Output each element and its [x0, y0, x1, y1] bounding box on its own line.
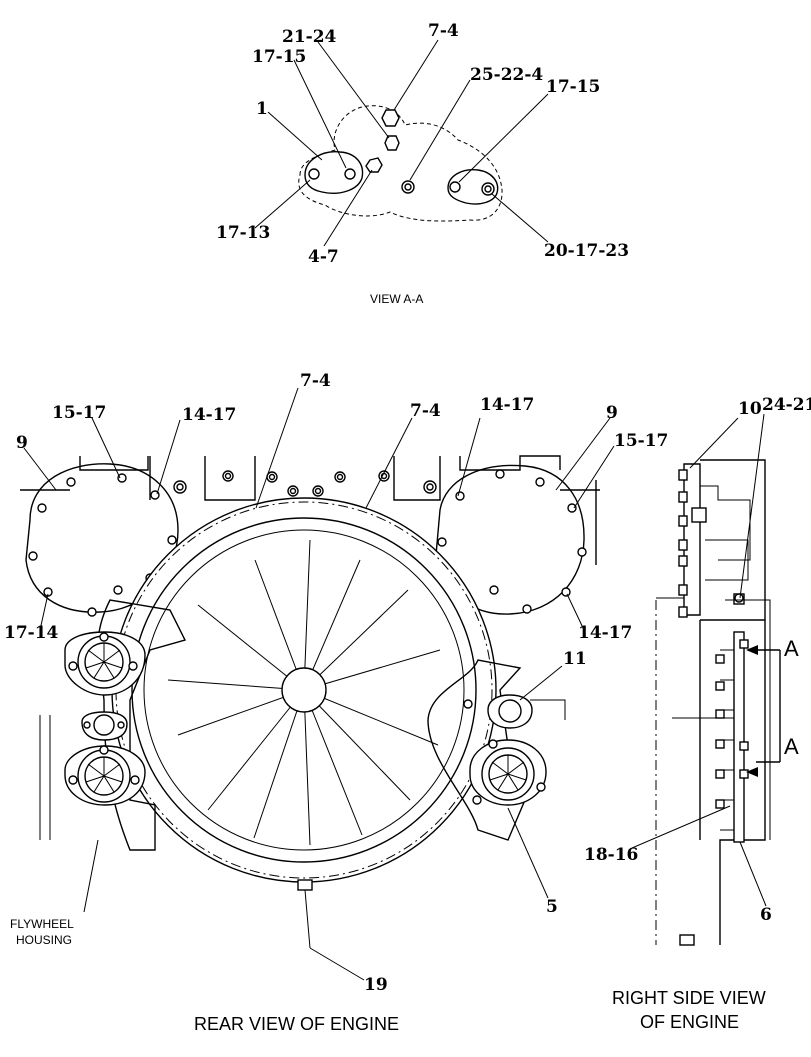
label-1: 1: [256, 99, 268, 119]
label-14-17-bottom-right: 14-17: [578, 623, 632, 643]
label-24-21: 24-21: [762, 395, 811, 415]
label-9-right: 9: [606, 403, 618, 423]
view-aa-drawing: [254, 39, 549, 247]
label-18-16: 18-16: [584, 845, 638, 865]
side-view-caption-line2: OF ENGINE: [640, 1012, 739, 1032]
label-7-4-rear-right: 7-4: [410, 401, 441, 421]
label-11: 11: [563, 649, 587, 669]
label-5: 5: [546, 897, 558, 917]
rear-view-caption: REAR VIEW OF ENGINE: [194, 1014, 399, 1034]
label-7-4-rear-left: 7-4: [300, 371, 331, 391]
section-mark-a-bottom: A: [784, 734, 799, 759]
label-19: 19: [364, 975, 388, 995]
label-25-22-4: 25-22-4: [470, 65, 543, 85]
label-17-15-top-right: 17-15: [546, 77, 600, 97]
label-15-17-left: 15-17: [52, 403, 106, 423]
label-4-7: 4-7: [308, 247, 339, 267]
flywheel-housing-line1: FLYWHEEL: [10, 917, 74, 931]
label-10: 10: [738, 399, 762, 419]
flywheel-housing-line2: HOUSING: [16, 933, 72, 947]
label-15-17-right: 15-17: [614, 431, 668, 451]
label-17-15-top-left: 17-15: [252, 47, 306, 67]
label-17-14: 17-14: [4, 623, 59, 643]
side-view-drawing: [631, 413, 781, 946]
label-14-17-left: 14-17: [182, 405, 236, 425]
label-14-17-right: 14-17: [480, 395, 534, 415]
side-view-caption-line1: RIGHT SIDE VIEW: [612, 988, 766, 1008]
label-9-left: 9: [16, 433, 28, 453]
label-21-24: 21-24: [282, 27, 337, 47]
rear-view-drawing: [20, 387, 615, 981]
view-aa-caption: VIEW A-A: [370, 292, 423, 306]
label-20-17-23: 20-17-23: [544, 241, 629, 261]
label-17-13: 17-13: [216, 223, 270, 243]
label-7-4-view-aa: 7-4: [428, 21, 459, 41]
label-6: 6: [760, 905, 772, 925]
section-mark-a-top: A: [784, 636, 799, 661]
